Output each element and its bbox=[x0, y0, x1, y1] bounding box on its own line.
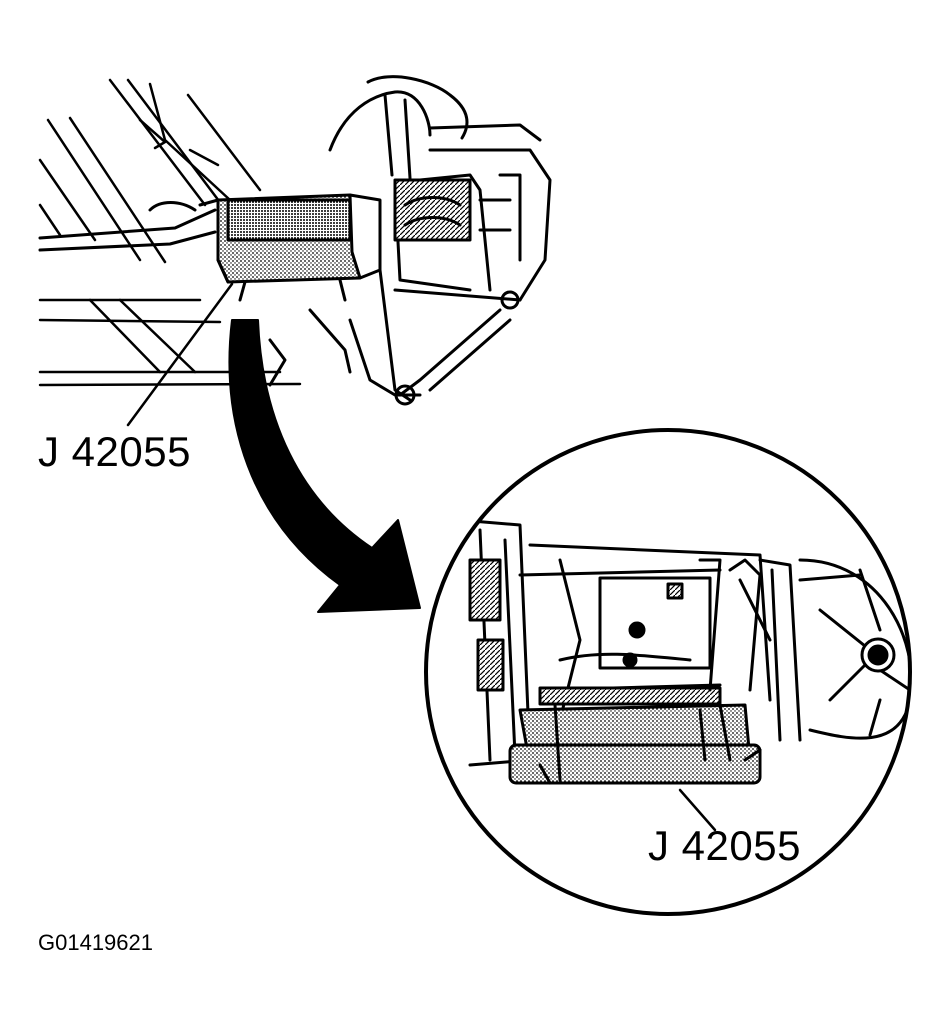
bell-housing bbox=[458, 518, 532, 767]
callout-label-top: J 42055 bbox=[38, 428, 191, 475]
callout-label-inset: J 42055 bbox=[648, 822, 801, 869]
cooler-tool-inset bbox=[508, 703, 762, 785]
leader-line-top bbox=[126, 282, 234, 427]
transmission-housing bbox=[268, 75, 552, 406]
inset-detail bbox=[424, 428, 912, 916]
cooler-tool-top bbox=[198, 193, 382, 302]
transmission-body bbox=[518, 543, 802, 742]
leader-line-inset bbox=[678, 788, 717, 832]
inset-circle-border bbox=[424, 428, 912, 916]
figure-id: G01419621 bbox=[38, 930, 153, 955]
output-flange bbox=[798, 558, 910, 740]
undercarriage-view bbox=[38, 75, 552, 427]
curved-arrow bbox=[228, 319, 421, 613]
frame-rails bbox=[38, 78, 302, 387]
